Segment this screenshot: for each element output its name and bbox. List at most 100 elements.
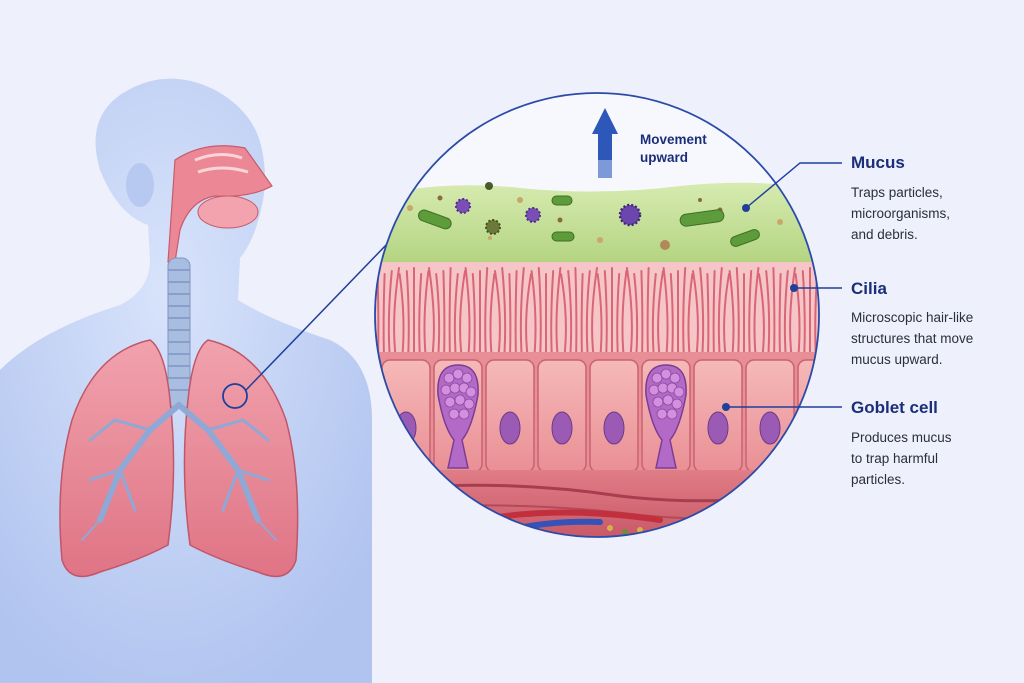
- cilium-strand: [699, 267, 705, 361]
- cilium-strand: [442, 270, 446, 361]
- cilium-strand: [621, 270, 628, 361]
- mucus-layer: [375, 182, 819, 288]
- mucus-desc-line: Traps particles,: [851, 185, 943, 200]
- mucin-granule: [443, 372, 455, 384]
- cilium-strand: [501, 267, 507, 361]
- mucin-granule: [448, 408, 460, 420]
- movement-upward-label: Movement upward: [640, 131, 707, 167]
- cilium-strand: [794, 273, 801, 361]
- mucus-title: Mucus: [851, 153, 905, 172]
- cilium-strand: [423, 270, 430, 361]
- viruses: [455, 182, 642, 235]
- cilium-strand: [550, 270, 555, 361]
- cilium-strand: [387, 270, 393, 361]
- cilium-strand: [717, 267, 723, 361]
- mucin-granule: [651, 372, 663, 384]
- mucin-granule: [673, 386, 685, 398]
- cilia-desc-line: structures that move: [851, 331, 974, 346]
- mucin-granule: [461, 372, 473, 384]
- mucin-granule: [657, 382, 669, 394]
- cilium-strand: [687, 273, 694, 361]
- movement-line2: upward: [640, 150, 689, 165]
- cilium-strand: [789, 267, 796, 361]
- nasal-cavity: [167, 145, 273, 263]
- cilium-strand: [646, 267, 650, 361]
- epithelial-cells: [381, 359, 819, 473]
- cell-nucleus: [499, 411, 521, 445]
- cilium-strand: [651, 273, 657, 361]
- cilium-strand: [514, 270, 518, 361]
- cilium-strand: [765, 270, 771, 361]
- cilium-strand: [428, 267, 435, 361]
- zoom-source-circle: [222, 383, 248, 409]
- cell-nucleus: [707, 411, 729, 445]
- cilia-pointer-dot: [790, 284, 798, 292]
- cell-nucleus: [603, 411, 625, 445]
- goblet-desc-line: to trap harmful: [851, 451, 939, 466]
- cilium-strand: [459, 270, 466, 361]
- cilium-strand: [567, 270, 573, 361]
- cilium-strand: [692, 270, 699, 361]
- zoom-connector-line: [245, 242, 389, 391]
- mucus-desc-line: and debris.: [851, 227, 918, 242]
- cilium-strand: [484, 267, 489, 361]
- mucin-granule: [458, 408, 470, 420]
- cilium-strand: [596, 273, 603, 361]
- cilia-title: Cilia: [851, 279, 887, 298]
- cilium-strand: [626, 267, 633, 361]
- cilium-strand: [723, 273, 730, 361]
- bacteria: [418, 195, 760, 247]
- goblet-desc-line: particles.: [851, 472, 906, 487]
- mucin-granule: [669, 372, 681, 384]
- upward-arrow-icon: [592, 108, 618, 178]
- goblet-desc-line: Produces mucus: [851, 430, 952, 445]
- mucin-granule: [660, 368, 672, 380]
- goblet-pointer-dot: [722, 403, 730, 411]
- cilium-strand: [783, 270, 789, 361]
- cilium-strand: [580, 273, 584, 361]
- cilium-strand: [616, 273, 621, 361]
- cell-nucleus: [551, 411, 573, 445]
- cilium-strand: [669, 273, 674, 361]
- cilium-strand: [525, 273, 532, 361]
- cilium-strand: [471, 273, 476, 361]
- cilium-strand: [435, 273, 441, 361]
- mucin-granule: [671, 398, 683, 410]
- cilium-strand: [728, 270, 735, 361]
- mucin-granule: [440, 384, 452, 396]
- cilium-strand: [405, 270, 410, 361]
- mucin-granule: [662, 394, 674, 406]
- cilium-strand: [585, 270, 591, 361]
- mucin-granule: [648, 384, 660, 396]
- cilium-strand: [530, 270, 537, 361]
- leader-lines: [726, 162, 842, 408]
- cilium-strand: [464, 267, 471, 361]
- cilium-strand: [640, 270, 644, 361]
- mucin-granule: [465, 386, 477, 398]
- cilium-strand: [753, 267, 760, 361]
- cilium-strand: [735, 267, 740, 361]
- cilium-strand: [712, 270, 716, 361]
- goblet-cell-title: Goblet cell: [851, 398, 938, 417]
- cilium-strand: [801, 270, 806, 361]
- bronchial-tree: [81, 402, 277, 541]
- cilium-strand: [574, 267, 578, 361]
- cilium-strand: [453, 273, 459, 361]
- cilium-strand: [603, 270, 608, 361]
- cilium-strand: [448, 267, 452, 361]
- cilium-strand: [393, 267, 400, 361]
- zoom-circle-border: [374, 92, 820, 538]
- cilium-strand: [494, 270, 501, 361]
- cilium-strand: [682, 267, 687, 361]
- cilium-strand: [418, 273, 423, 361]
- right-lung: [183, 339, 299, 578]
- cilia-desc-line: mucus upward.: [851, 352, 943, 367]
- cilium-strand: [778, 273, 782, 361]
- cell-nucleus: [811, 411, 819, 445]
- cilium-strand: [662, 267, 669, 361]
- mucin-granule: [452, 368, 464, 380]
- cell-nucleus: [759, 411, 781, 445]
- mucin-granule: [463, 398, 475, 410]
- cilium-strand: [633, 273, 639, 361]
